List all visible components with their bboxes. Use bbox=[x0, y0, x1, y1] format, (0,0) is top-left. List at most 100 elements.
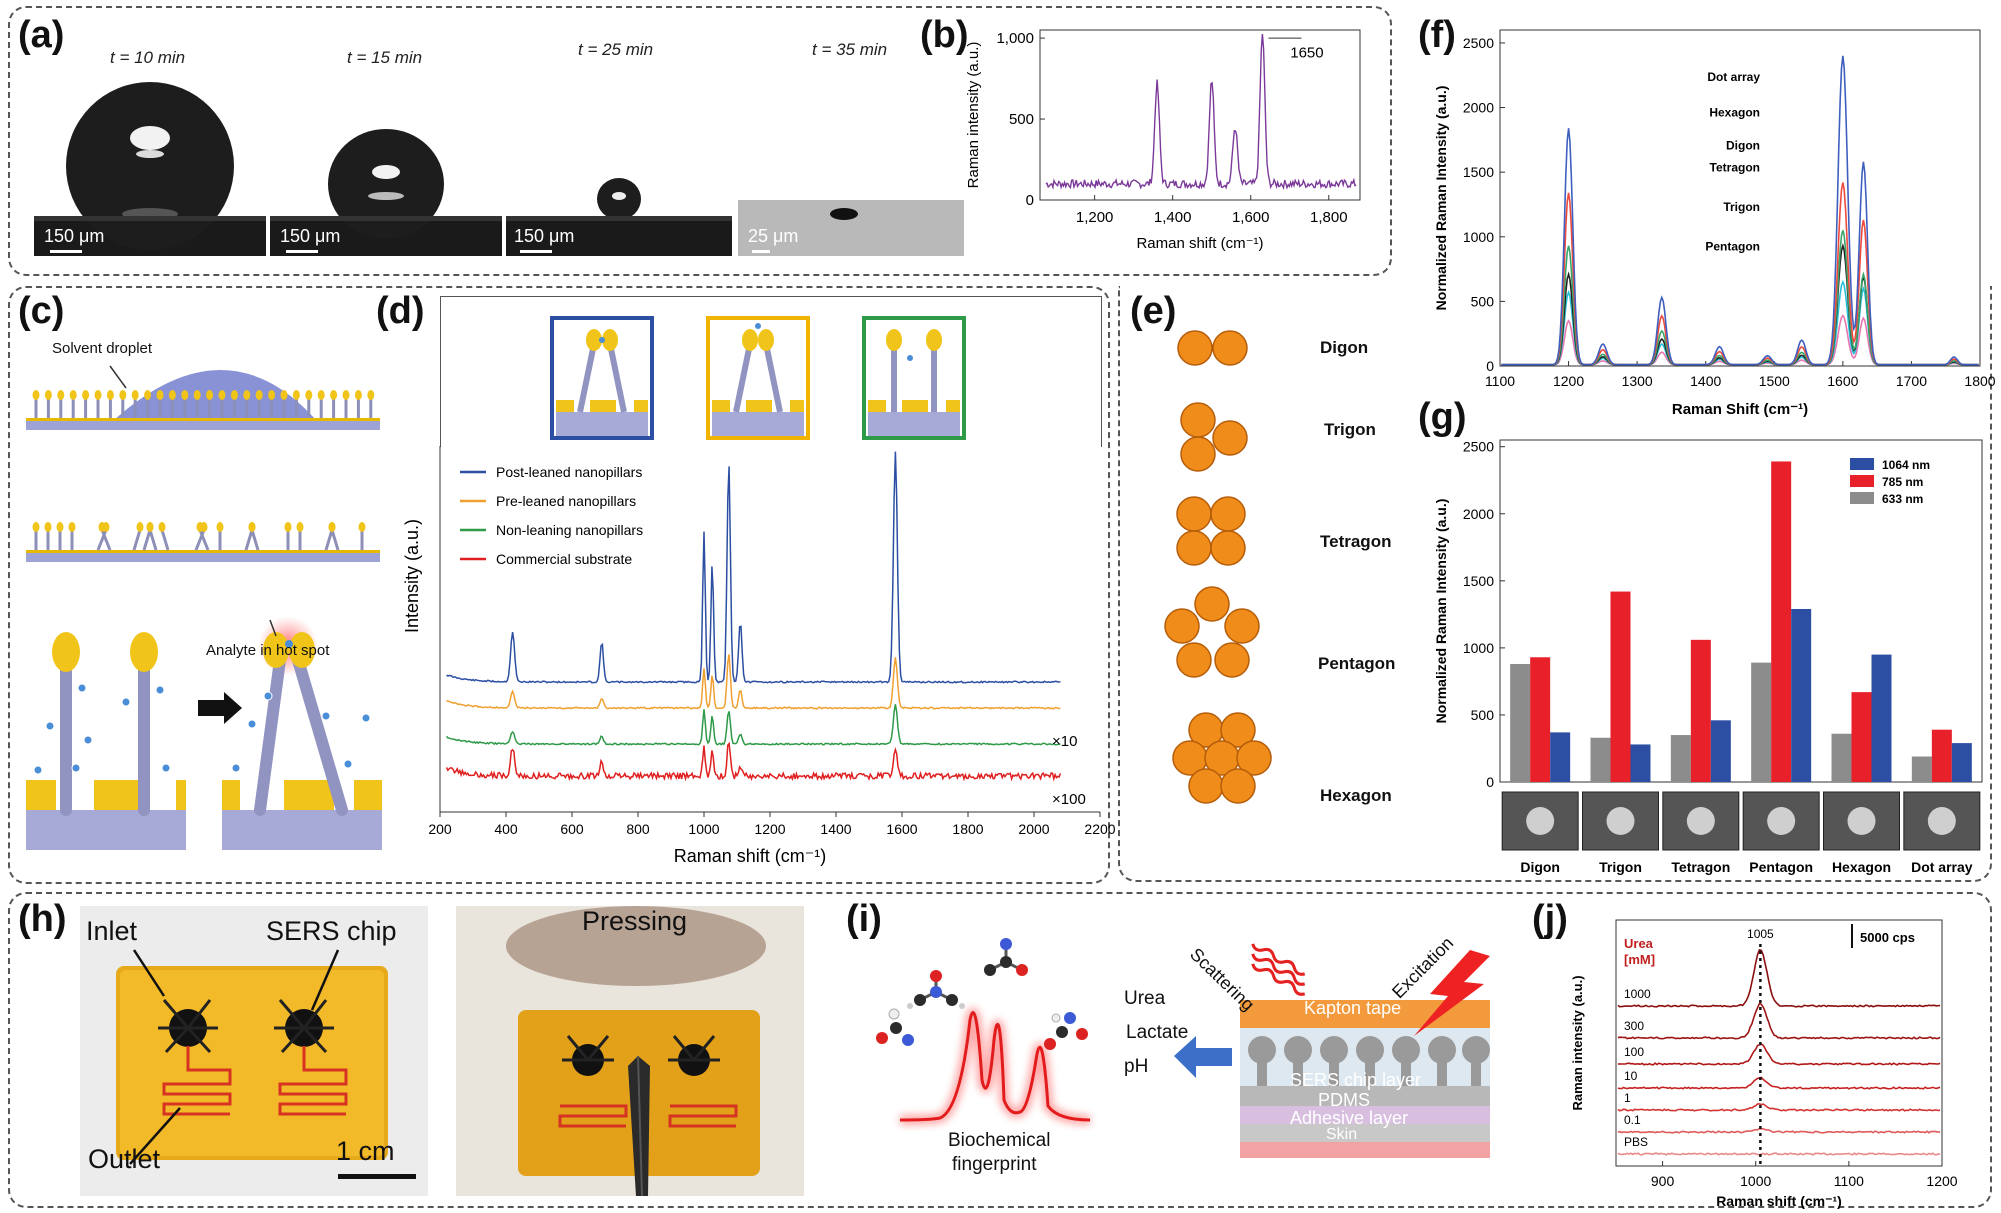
nanoparticle bbox=[1212, 330, 1248, 366]
inset-post-leaned bbox=[550, 316, 654, 440]
chart-f-series-pentagon bbox=[1501, 55, 1979, 366]
chart-j-legend-title: Urea bbox=[1624, 936, 1654, 951]
trigon-particle-2 bbox=[1212, 420, 1248, 456]
pillar-tip bbox=[358, 522, 366, 532]
chart-j-series-label: 1 bbox=[1624, 1091, 1631, 1105]
chart-g-bar-trigon-1064nm bbox=[1630, 744, 1651, 782]
fingerprint-line-1: Biochemical bbox=[948, 1130, 1051, 1151]
pillar-tip bbox=[69, 390, 77, 400]
chart-f-label-5: Dot array bbox=[1707, 70, 1760, 84]
chart-g-bar-trigon-785nm bbox=[1610, 591, 1631, 782]
inset-non-leaning bbox=[862, 316, 966, 440]
chart-f-label-1: Trigon bbox=[1723, 200, 1760, 214]
chart-g-bar-digon-785nm bbox=[1530, 657, 1551, 782]
pentagon-particle-4 bbox=[1176, 642, 1212, 678]
chart-g-legend-swatch bbox=[1850, 475, 1874, 487]
chart-d-legend-label: Non-leaning nanopillars bbox=[496, 522, 643, 538]
panel-label-h: (h) bbox=[18, 898, 67, 940]
layer-pdms: PDMS bbox=[1318, 1090, 1371, 1110]
chart-g-ytick-label: 1500 bbox=[1463, 573, 1494, 589]
chart-g-frame bbox=[1499, 439, 1983, 783]
chart-g-bar-pentagon-1064nm bbox=[1791, 608, 1812, 782]
chart-g-category-label: Tetragon bbox=[1671, 859, 1730, 875]
pillar-tip bbox=[330, 390, 338, 400]
chart-j-series-label: 100 bbox=[1624, 1045, 1644, 1059]
chart-j-xtick-label: 1000 bbox=[1740, 1173, 1771, 1189]
chart-g-category-label: Trigon bbox=[1599, 859, 1642, 875]
chart-j-series-label: PBS bbox=[1624, 1135, 1648, 1149]
panel-c-schematic bbox=[26, 365, 382, 850]
chart-d-xtick-label: 600 bbox=[560, 821, 584, 837]
panel-label-g: (g) bbox=[1418, 396, 1467, 438]
pentagon-particle-5 bbox=[1164, 608, 1200, 644]
frame-1-scale: 150 μm bbox=[44, 226, 105, 246]
shape-label-trigon: Trigon bbox=[1324, 420, 1376, 439]
nanoparticle bbox=[1214, 642, 1250, 678]
inset-pre-leaned bbox=[706, 316, 810, 440]
pillar-tip bbox=[156, 390, 164, 400]
pillar-tip bbox=[94, 390, 102, 400]
chart-j-series-1 bbox=[1617, 1002, 1941, 1040]
chart-g-ytick-label: 0 bbox=[1486, 774, 1494, 790]
tetragon-particle-4 bbox=[1210, 530, 1246, 566]
chart-d-xtick-label: 1000 bbox=[688, 821, 719, 837]
frame-3-scalebar bbox=[520, 250, 552, 253]
panel-label-b: (b) bbox=[920, 14, 969, 56]
chart-b-xtick-label: 1,200 bbox=[1076, 209, 1114, 226]
chart-g-bar-dot-array-785nm bbox=[1931, 729, 1952, 782]
panel-efg-frame bbox=[1118, 286, 1992, 882]
pillar bbox=[244, 529, 254, 551]
nanoparticle bbox=[1220, 712, 1256, 748]
pillar-tip bbox=[119, 390, 127, 400]
inlet-label: Inlet bbox=[86, 916, 138, 946]
chart-g-bar-pentagon-785nm bbox=[1771, 461, 1792, 782]
frame-3-scale: 150 μm bbox=[514, 226, 575, 246]
chart-g-legend-swatch bbox=[1850, 492, 1874, 504]
solvent-droplet-label: Solvent droplet bbox=[52, 340, 153, 357]
tetragon-particle-1 bbox=[1176, 496, 1212, 532]
chart-f-ytick-label: 2500 bbox=[1463, 35, 1494, 51]
chart-g-category-label: Dot array bbox=[1911, 859, 1973, 875]
pressing-label: Pressing bbox=[582, 906, 688, 936]
chart-f-xtick-label: 1400 bbox=[1690, 373, 1721, 389]
chart-g-sem-particle bbox=[1927, 807, 1956, 835]
panel-label-i: (i) bbox=[846, 898, 882, 940]
chart-g-sem-particle bbox=[1847, 807, 1876, 835]
chart-j-series-2 bbox=[1617, 1043, 1941, 1066]
pillar-tip bbox=[193, 390, 201, 400]
chart-j-series-label: 0.1 bbox=[1624, 1113, 1641, 1127]
chart-f-ytick-label: 1000 bbox=[1463, 229, 1494, 245]
pillar-tip bbox=[280, 390, 288, 400]
chart-j-series-3 bbox=[1617, 1076, 1941, 1090]
chart-g-legend-label: 633 nm bbox=[1882, 492, 1923, 506]
chart-j-peak-label: 1005 bbox=[1747, 927, 1774, 941]
chart-j-series-label: 10 bbox=[1624, 1069, 1638, 1083]
scale-1cm-label: 1 cm bbox=[336, 1136, 395, 1166]
panel-label-f: (f) bbox=[1418, 14, 1456, 56]
analyte-ph: pH bbox=[1124, 1056, 1149, 1077]
pillar-tip bbox=[206, 390, 214, 400]
frame-4-scale: 25 μm bbox=[748, 226, 799, 246]
pentagon-particle-1 bbox=[1194, 586, 1230, 622]
nanoparticle bbox=[1212, 420, 1248, 456]
chart-g-legend-label: 1064 nm bbox=[1882, 458, 1930, 472]
pillar bbox=[324, 529, 334, 551]
pillar-tip bbox=[82, 390, 90, 400]
chart-j-series-0 bbox=[1617, 948, 1941, 1008]
frame-2-scalebar bbox=[286, 250, 318, 253]
nanoparticle bbox=[1220, 768, 1256, 804]
chart-b-ytick-label: 500 bbox=[1009, 111, 1034, 128]
chart-g-sem-particle bbox=[1526, 807, 1555, 835]
pillar-tip bbox=[32, 522, 40, 532]
chart-b-frame bbox=[1039, 29, 1361, 201]
pillar-tip bbox=[68, 522, 76, 532]
nanoparticle bbox=[1164, 608, 1200, 644]
pillar-tip bbox=[317, 390, 325, 400]
chart-g-category-label: Hexagon bbox=[1832, 859, 1891, 875]
pillar bbox=[100, 529, 112, 551]
hexagon-particle-5 bbox=[1236, 740, 1272, 776]
chart-d-legend-label: Pre-leaned nanopillars bbox=[496, 493, 636, 509]
digon-particle-1 bbox=[1177, 330, 1213, 366]
layer-sers-chip: SERS chip layer bbox=[1290, 1070, 1422, 1090]
